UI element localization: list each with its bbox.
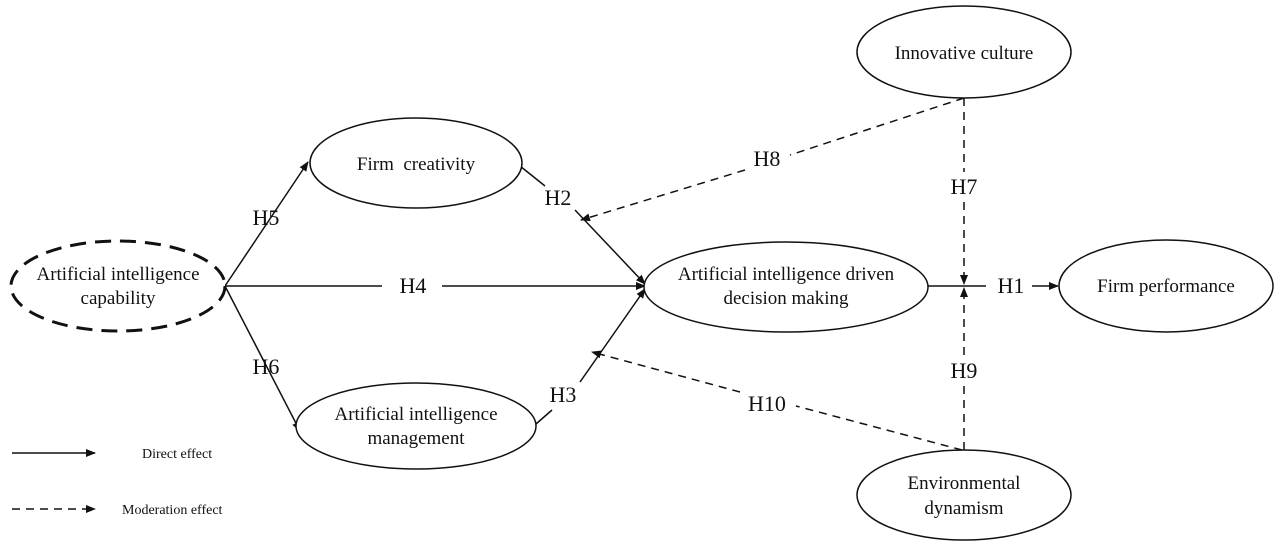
- node-ai-management-line-2: management: [367, 428, 465, 449]
- node-ai-capability-line-1: Artificial intelligence: [36, 264, 199, 285]
- node-firm-performance: Firm performance: [1058, 239, 1274, 333]
- node-environmental-dynamism-line-1: Environmental: [908, 473, 1021, 494]
- label-h3: H3: [550, 382, 577, 407]
- node-firm-creativity-label: Firm creativity: [357, 154, 476, 175]
- label-h9: H9: [951, 358, 978, 383]
- label-h8: H8: [754, 146, 781, 171]
- node-environmental-dynamism-line-2: dynamism: [924, 498, 1003, 519]
- edge-h5: [224, 161, 309, 287]
- node-ai-decision-making: Artificial intelligence driven decision …: [643, 241, 929, 333]
- label-h2: H2: [545, 185, 572, 210]
- label-h6: H6: [253, 354, 280, 379]
- edge-h10: [795, 405, 963, 451]
- node-ai-capability: Artificial intelligence capability: [9, 239, 227, 333]
- edge-h10-cont: [591, 350, 741, 393]
- legend: Direct effect Moderation effect: [12, 447, 223, 518]
- legend-moderation-label: Moderation effect: [122, 503, 223, 518]
- label-h4: H4: [400, 273, 427, 298]
- edge-h6: [224, 285, 301, 432]
- edge-h3: [535, 409, 553, 425]
- node-innovative-culture: Innovative culture: [856, 5, 1072, 99]
- legend-direct-label: Direct effect: [142, 447, 212, 462]
- label-h10: H10: [748, 391, 786, 416]
- node-firm-performance-label: Firm performance: [1097, 276, 1235, 297]
- edge-h3-cont: [579, 288, 646, 383]
- edge-h2: [519, 165, 546, 187]
- node-ai-capability-line-2: capability: [81, 288, 156, 309]
- edge-h8: [789, 97, 965, 156]
- edge-h2-cont: [574, 209, 646, 285]
- node-ai-decision-line-1: Artificial intelligence driven: [678, 264, 895, 285]
- node-ai-management: Artificial intelligence management: [295, 382, 537, 470]
- node-ai-management-line-1: Artificial intelligence: [334, 404, 497, 425]
- label-h5: H5: [253, 205, 280, 230]
- label-h1: H1: [998, 273, 1025, 298]
- node-firm-creativity: Firm creativity: [309, 117, 523, 209]
- node-ai-decision-line-2: decision making: [723, 288, 849, 309]
- edge-h8-cont: [580, 169, 746, 222]
- label-h7: H7: [951, 174, 978, 199]
- node-environmental-dynamism: Environmental dynamism: [856, 449, 1072, 541]
- node-innovative-culture-label: Innovative culture: [895, 43, 1034, 64]
